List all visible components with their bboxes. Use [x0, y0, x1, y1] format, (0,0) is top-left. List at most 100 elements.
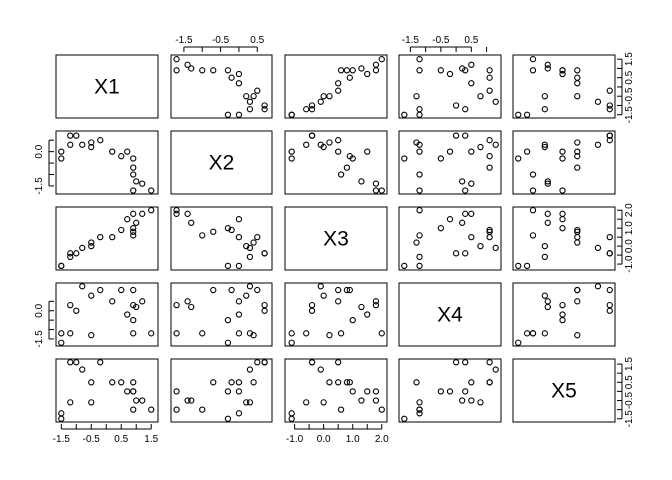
- data-point: [574, 80, 581, 87]
- data-point: [88, 379, 95, 386]
- tick-label: 0.5: [250, 35, 264, 46]
- diagonal-label-x5: X5: [551, 380, 577, 403]
- tick-label: -1.5: [53, 434, 71, 445]
- left-axis-x4: -1.50.0: [34, 300, 54, 348]
- data-point: [326, 379, 333, 386]
- data-point: [541, 93, 548, 100]
- data-point: [210, 379, 217, 386]
- data-point: [544, 178, 551, 185]
- data-point: [559, 311, 566, 318]
- tick-label: 0.0: [34, 303, 45, 317]
- panel-x1-vs-x3: [284, 54, 388, 119]
- panel-frame: [55, 130, 159, 195]
- data-point: [529, 171, 537, 178]
- data-point: [235, 410, 243, 417]
- data-point: [118, 226, 125, 234]
- data-point: [335, 286, 342, 294]
- data-point: [358, 397, 365, 404]
- data-point: [210, 67, 217, 74]
- data-point: [246, 98, 254, 105]
- data-point: [337, 406, 345, 413]
- data-point: [118, 153, 125, 160]
- data-point: [228, 74, 235, 81]
- data-point: [486, 228, 493, 235]
- data-point: [79, 283, 86, 290]
- data-point: [133, 219, 140, 226]
- diagonal-label-x3: X3: [323, 228, 349, 251]
- data-point: [133, 397, 140, 404]
- data-point: [261, 359, 268, 366]
- tick-label: 1.5: [624, 357, 635, 371]
- data-point: [452, 250, 460, 257]
- data-point: [364, 311, 371, 318]
- data-point: [492, 366, 499, 373]
- data-point: [335, 298, 342, 305]
- data-point: [254, 286, 261, 294]
- data-point: [468, 397, 475, 404]
- panel-x4-vs-x1: [55, 282, 159, 347]
- tick-label: 2.0: [375, 434, 389, 445]
- panel-frame: [170, 206, 273, 271]
- data-point: [606, 307, 613, 314]
- data-point: [337, 67, 345, 74]
- data-point: [130, 210, 137, 217]
- data-point: [594, 98, 602, 105]
- data-point: [148, 406, 155, 413]
- panel-frame: [398, 130, 502, 195]
- data-point: [446, 388, 454, 395]
- data-point: [541, 242, 548, 250]
- data-point: [139, 210, 146, 217]
- panel-x5-vs-x5: X5: [512, 358, 616, 423]
- data-point: [416, 399, 423, 406]
- data-point: [446, 70, 454, 78]
- data-point: [606, 250, 613, 257]
- right-axis-x5: -1.5-0.50.51.5: [617, 357, 635, 427]
- data-point: [88, 139, 95, 146]
- data-point: [58, 148, 65, 155]
- data-point: [486, 233, 493, 241]
- data-point: [515, 262, 522, 270]
- data-point: [462, 132, 469, 139]
- data-point: [148, 207, 155, 214]
- data-point: [401, 155, 408, 162]
- data-point: [139, 180, 146, 187]
- data-point: [462, 388, 469, 395]
- data-point: [416, 262, 423, 270]
- data-point: [235, 262, 243, 270]
- data-point: [308, 106, 316, 113]
- data-point: [303, 330, 310, 337]
- tick-label: 2.0: [624, 203, 635, 217]
- data-point: [73, 307, 80, 314]
- tick-label: 0.0: [317, 434, 331, 445]
- data-point: [486, 226, 493, 234]
- data-point: [130, 406, 137, 413]
- data-point: [346, 379, 353, 386]
- data-point: [515, 339, 522, 346]
- data-point: [288, 415, 295, 422]
- data-point: [303, 141, 310, 148]
- data-point: [541, 141, 548, 148]
- data-point: [606, 301, 613, 309]
- panel-frame: [284, 54, 388, 119]
- data-point: [97, 137, 104, 144]
- data-point: [452, 102, 460, 109]
- data-point: [486, 359, 493, 366]
- data-point: [346, 286, 353, 294]
- data-point: [574, 332, 581, 339]
- data-point: [67, 253, 74, 261]
- data-point: [544, 298, 551, 305]
- data-point: [254, 359, 261, 366]
- data-point: [529, 67, 537, 74]
- data-point: [67, 301, 74, 309]
- data-point: [184, 298, 191, 305]
- data-point: [437, 388, 445, 395]
- data-point: [250, 379, 257, 386]
- data-point: [452, 359, 460, 366]
- tick-label: -0.5: [624, 391, 635, 409]
- tick-label: 0.5: [624, 375, 635, 389]
- tick-label: 0.5: [114, 434, 128, 445]
- data-point: [199, 406, 206, 413]
- data-point: [541, 143, 548, 151]
- data-point: [416, 111, 423, 118]
